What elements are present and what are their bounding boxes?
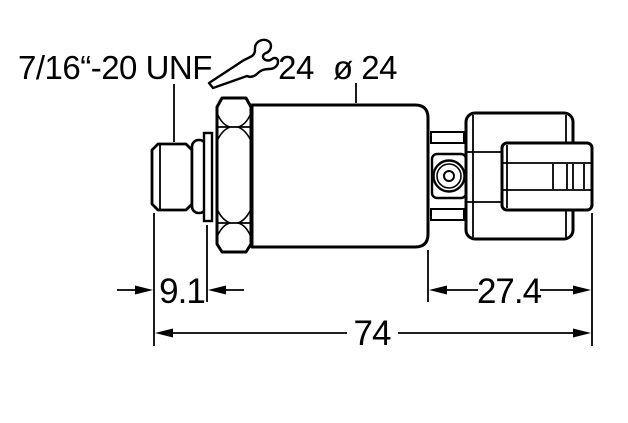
- pressure-port-thread: [150, 142, 194, 212]
- sensor-body: [250, 103, 430, 249]
- hex-nut: [215, 96, 253, 254]
- thread-spec-label: 7/16“-20 UNF: [18, 49, 212, 86]
- dimension-connector-length: [429, 285, 591, 295]
- connector-plug: [500, 141, 594, 212]
- wrench-icon: [207, 38, 280, 90]
- diameter-label: ø 24: [333, 49, 397, 86]
- circular-connector: [432, 159, 466, 193]
- extension-lines: [153, 213, 593, 346]
- connector-length-value: 27.4: [477, 272, 542, 311]
- dimension-overall-length: [155, 328, 591, 338]
- dimension-port-length: [117, 285, 244, 295]
- washer: [202, 131, 214, 223]
- wrench-size-label: 24: [278, 49, 314, 86]
- overall-length-value: 74: [354, 314, 391, 353]
- port-length-value: 9.1: [159, 272, 205, 311]
